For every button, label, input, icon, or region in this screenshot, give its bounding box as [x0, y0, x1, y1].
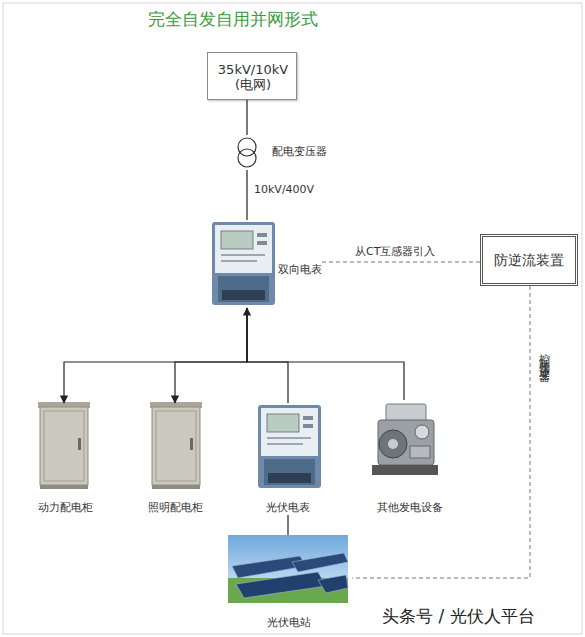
meter-face	[261, 408, 318, 456]
cabinet-picture	[150, 402, 202, 489]
cabinet-door	[156, 411, 196, 481]
meter-picture	[258, 405, 321, 488]
cabinet-handle	[190, 438, 193, 450]
pv-station-picture	[228, 535, 348, 603]
wire-connector	[64, 308, 247, 403]
wire-connector	[287, 515, 288, 535]
engine-part	[410, 446, 430, 458]
meter-button	[303, 424, 313, 428]
node-label: 35kV/10kV (电网)	[211, 62, 295, 92]
node-label: 光伏电表	[255, 501, 321, 515]
engine-head	[386, 404, 426, 422]
node-label: 其他发电设备	[365, 501, 455, 515]
meter-button	[257, 233, 267, 237]
solar-panel-row	[318, 575, 348, 593]
watermark: 头条号 / 光伏人平台	[380, 605, 537, 628]
cabinet-door	[44, 411, 84, 481]
meter-node: 双向电表	[212, 220, 322, 308]
meter-body	[258, 405, 321, 488]
engine-hub	[388, 439, 398, 449]
dashed-connector	[322, 262, 480, 263]
meter-node: 光伏电表	[255, 403, 321, 515]
node-label: 动力配电柜	[30, 501, 100, 515]
meter-button	[303, 416, 313, 420]
control-device-box: 防逆流装置	[480, 234, 578, 286]
connector-label: 从CT互感器引入	[355, 244, 435, 259]
wire-connector	[247, 308, 288, 403]
node-label: 双向电表	[278, 263, 322, 277]
meter-text-line	[221, 260, 257, 262]
solar-panel-row	[236, 572, 326, 598]
engine-fan	[379, 430, 407, 458]
meter-body	[212, 222, 275, 305]
engine-base	[372, 465, 438, 475]
meter-screen	[221, 231, 253, 249]
meter-lower	[218, 276, 269, 302]
pv-sky	[228, 535, 348, 603]
cabinet-picture	[38, 402, 90, 489]
meter-terminal	[268, 473, 311, 483]
wire-connector	[246, 100, 247, 135]
node-label: 照明配电柜	[140, 501, 210, 515]
page-frame	[3, 3, 582, 634]
cabinet-node: 照明配电柜	[140, 403, 210, 515]
cabinet-node: 动力配电柜	[30, 403, 100, 515]
node-label: 防逆流装置	[483, 252, 575, 268]
transformer-coil	[238, 149, 256, 167]
meter-text-line	[267, 437, 311, 439]
generator-picture	[372, 404, 438, 475]
generator-node: 其他发电设备	[365, 400, 455, 515]
meter-face	[215, 225, 272, 273]
node-label: 光伏电站	[226, 616, 352, 630]
meter-lower	[264, 459, 315, 485]
meter-screen	[267, 414, 299, 432]
diagram-title: 完全自发自用并网形式	[148, 8, 318, 31]
wire-connector	[246, 170, 247, 220]
engine-filter	[415, 425, 429, 439]
dashed-connector	[352, 286, 530, 578]
wire-connector	[175, 308, 247, 403]
meter-text-line	[267, 443, 303, 445]
cabinet-base	[152, 485, 200, 489]
connector-label: 控制光伏逆变器	[537, 345, 551, 366]
meter-text-line	[221, 254, 265, 256]
node-label: 配电变压器	[272, 145, 327, 159]
solar-panel-row	[292, 553, 348, 572]
cabinet-body	[40, 407, 88, 485]
grid-box: 35kV/10kV (电网)	[207, 52, 297, 100]
transformer-node: 配电变压器	[231, 135, 341, 170]
meter-button	[257, 241, 267, 245]
meter-picture	[212, 222, 275, 305]
engine-block	[378, 420, 434, 465]
transformer-coil	[238, 138, 256, 156]
pv-station-node: 光伏电站	[226, 535, 352, 630]
cabinet-body	[152, 407, 200, 485]
wire-connector	[247, 308, 404, 400]
cabinet-base	[40, 485, 88, 489]
connector-label: 10kV/400V	[254, 183, 314, 196]
cabinet-handle	[78, 438, 81, 450]
meter-terminal	[222, 290, 265, 300]
